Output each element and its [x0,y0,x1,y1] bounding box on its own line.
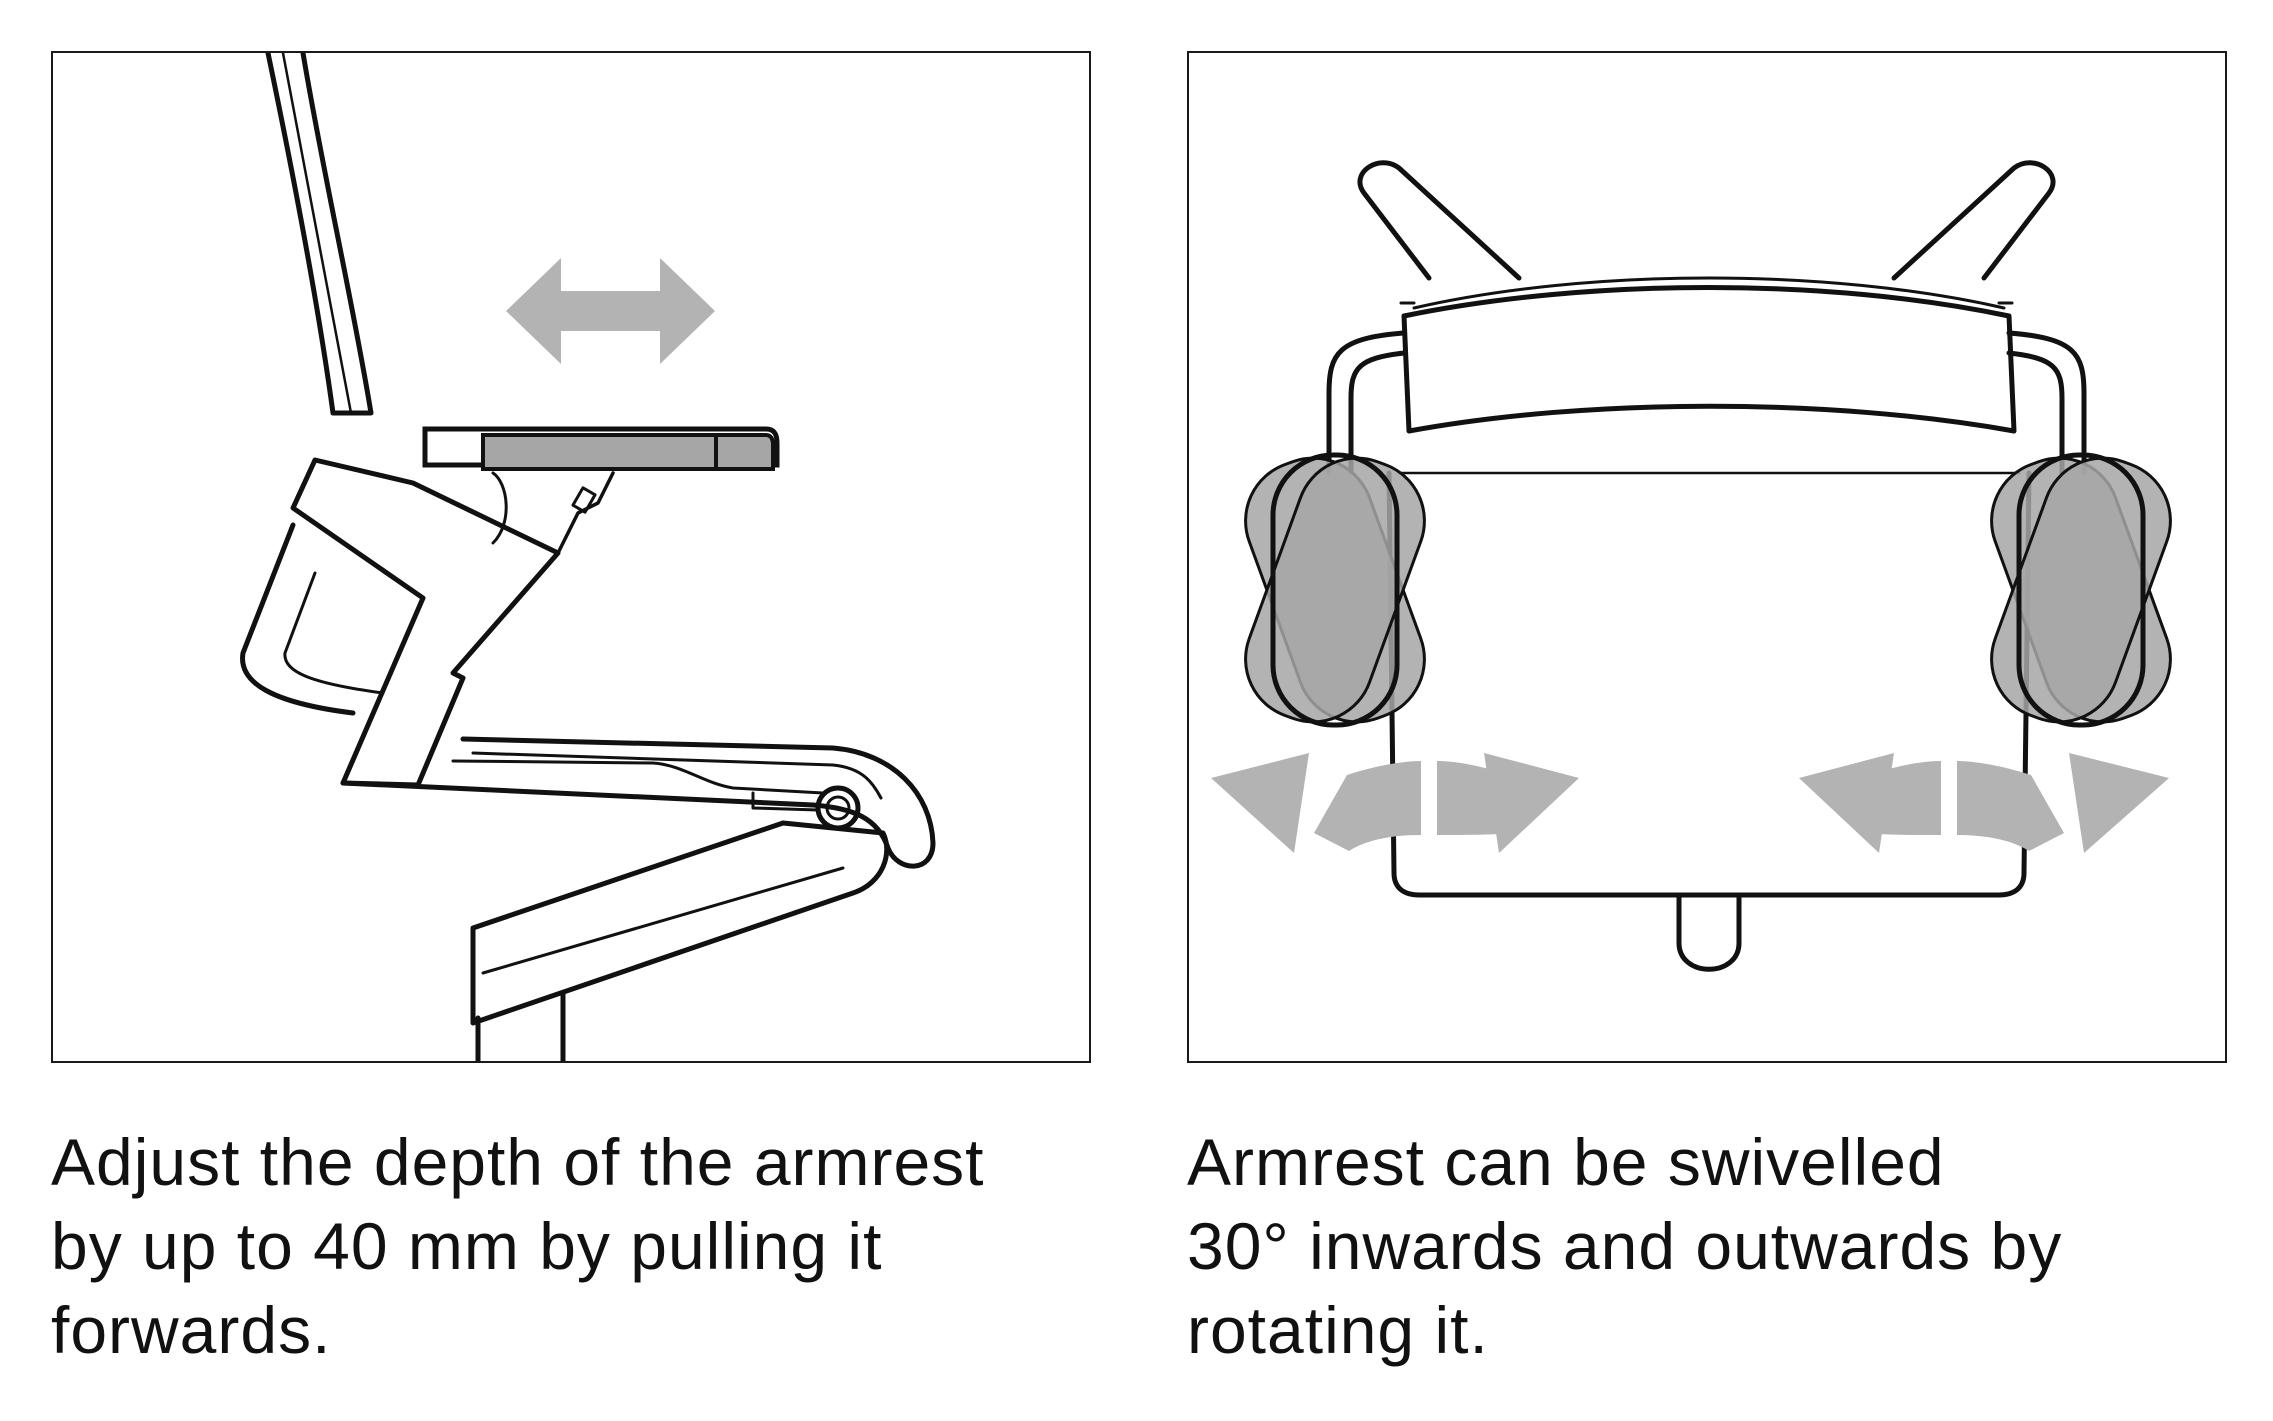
gas-column [475,990,566,1061]
arm-frame-left [1326,330,1407,476]
curved-double-arrow-right [1799,753,2169,853]
caption-line: 30° inwards and outwards by [1187,1209,2063,1283]
armrest-left-swivel [1244,456,1426,724]
caption-line: Adjust the depth of the armrest [51,1125,985,1199]
curved-double-arrow-left [1211,753,1579,853]
backrest-outline [1401,285,2017,434]
swivel-illustration [1187,51,2227,1063]
chair-side-view [240,53,936,1061]
depth-adjustment-illustration [51,51,1091,1063]
arm-frame-right [2006,330,2087,476]
caption-line: Armrest can be swivelled [1187,1125,1945,1199]
backrest-inner-line [281,53,353,415]
caption-swivel: Armrest can be swivelled 30° inwards and… [1187,1120,2247,1372]
armrest-right-swivel [1990,456,2172,724]
backrest-lower-curve [240,522,356,716]
seat-outline [1386,470,2032,898]
armrest-bracket [290,457,561,788]
armrest-pad-gray [481,433,718,471]
backrest-outline [265,53,374,416]
leg-front [1676,892,1742,972]
base-arm [470,820,890,1026]
leg-right [1891,160,2056,281]
armrest-right-pad [2016,452,2146,728]
caption-line: by up to 40 mm by pulling it [51,1209,883,1283]
caption-line: rotating it. [1187,1293,1489,1367]
chair-top-view [1211,160,2172,972]
seat-outline [340,736,936,869]
caption-line: forwards. [51,1293,332,1367]
caption-depth-adjustment: Adjust the depth of the armrest by up to… [51,1120,1111,1372]
armrest-left-pad [1270,452,1400,728]
double-horizontal-arrow [506,258,715,364]
leg-left [1357,160,1522,281]
